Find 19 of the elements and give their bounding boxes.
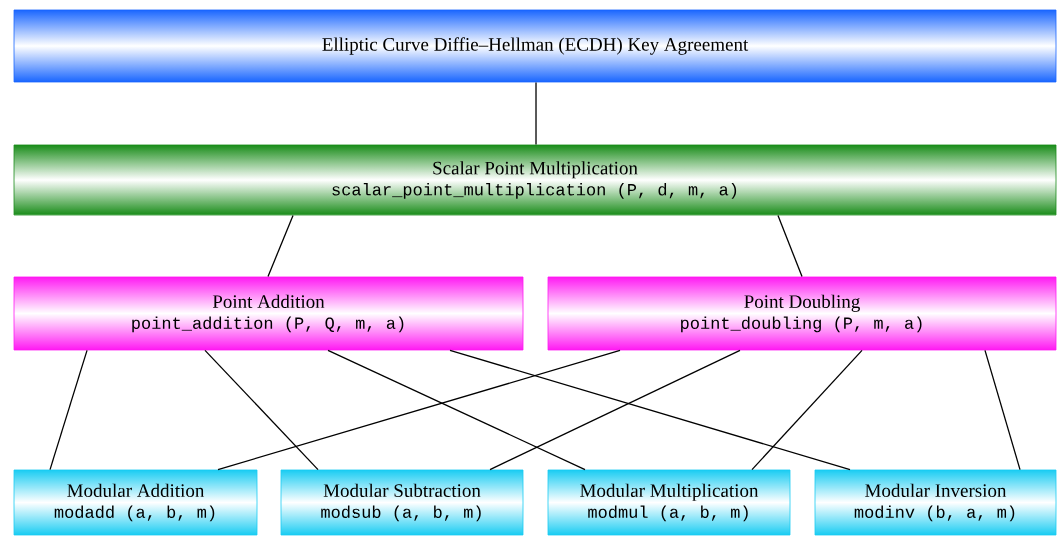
- connector-line: [489, 349, 741, 471]
- connector-line: [777, 214, 803, 278]
- connector-line: [204, 349, 319, 471]
- connector-line: [49, 349, 88, 471]
- connector-line: [751, 349, 863, 471]
- connector-line: [535, 81, 537, 146]
- process-box: Modular Inversion modinv (b, a, m): [814, 469, 1057, 536]
- connector-line: [449, 349, 851, 471]
- connector-line: [267, 214, 294, 278]
- process-box: Elliptic Curve Diffie–Hellman (ECDH) Key Agreement: [13, 9, 1057, 83]
- process-box: Modular Subtraction modsub (a, b, m): [280, 469, 524, 536]
- process-box: Modular Multiplication modmul (a, b, m): [547, 469, 791, 536]
- process-box: Modular Addition modadd (a, b, m): [13, 469, 258, 536]
- connector-line: [217, 349, 621, 471]
- process-box: Point Addition point_addition (P, Q, m, a): [13, 276, 524, 351]
- process-box: Point Doubling point_doubling (P, m, a): [547, 276, 1057, 351]
- process-box: Scalar Point Multiplication scalar_point_multiplication (P, d, m, a): [13, 144, 1057, 216]
- connector-line: [984, 349, 1021, 471]
- connector-line: [327, 349, 586, 471]
